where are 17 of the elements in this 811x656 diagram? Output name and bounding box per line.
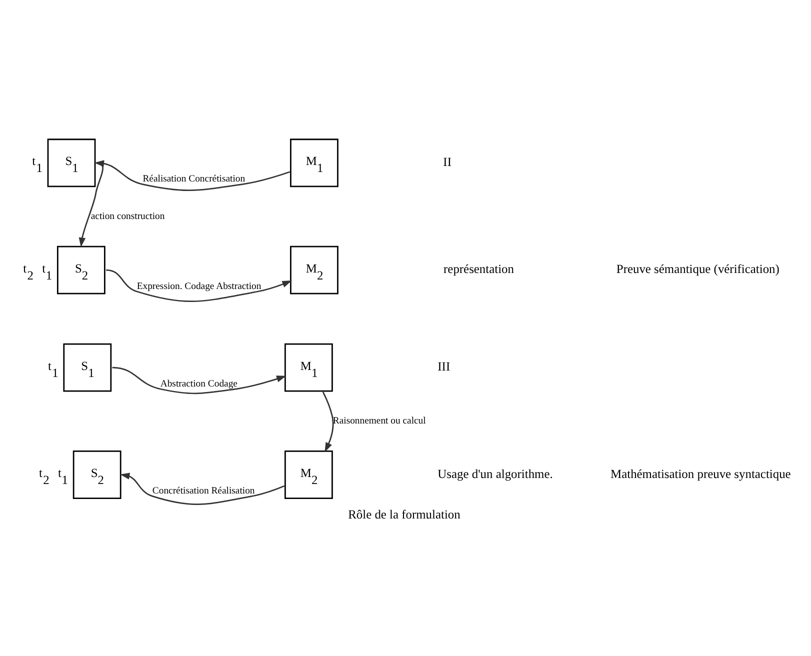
arrow xyxy=(112,366,286,394)
label: Mathématisation preuve syntactique xyxy=(610,466,791,480)
edge-label: Réalisation Concrétisation xyxy=(142,173,246,184)
edge-label: Expression. Codage Abstraction xyxy=(136,280,262,292)
label: Preuve sémantique (vérification) xyxy=(616,262,780,276)
arrow xyxy=(322,391,334,452)
edge-label: action construction xyxy=(90,210,165,222)
arrow xyxy=(120,472,285,504)
edge-label: Concrétisation Réalisation xyxy=(152,485,255,496)
arrow xyxy=(94,160,290,191)
label: III xyxy=(438,359,450,374)
arrow xyxy=(106,268,292,302)
caption: Rôle de la formulation xyxy=(348,507,460,522)
edge-label: Abstraction Codage xyxy=(160,378,238,389)
label: II xyxy=(443,154,452,168)
label: représentation xyxy=(444,262,514,276)
label: Usage d'un algorithme. xyxy=(438,466,553,480)
